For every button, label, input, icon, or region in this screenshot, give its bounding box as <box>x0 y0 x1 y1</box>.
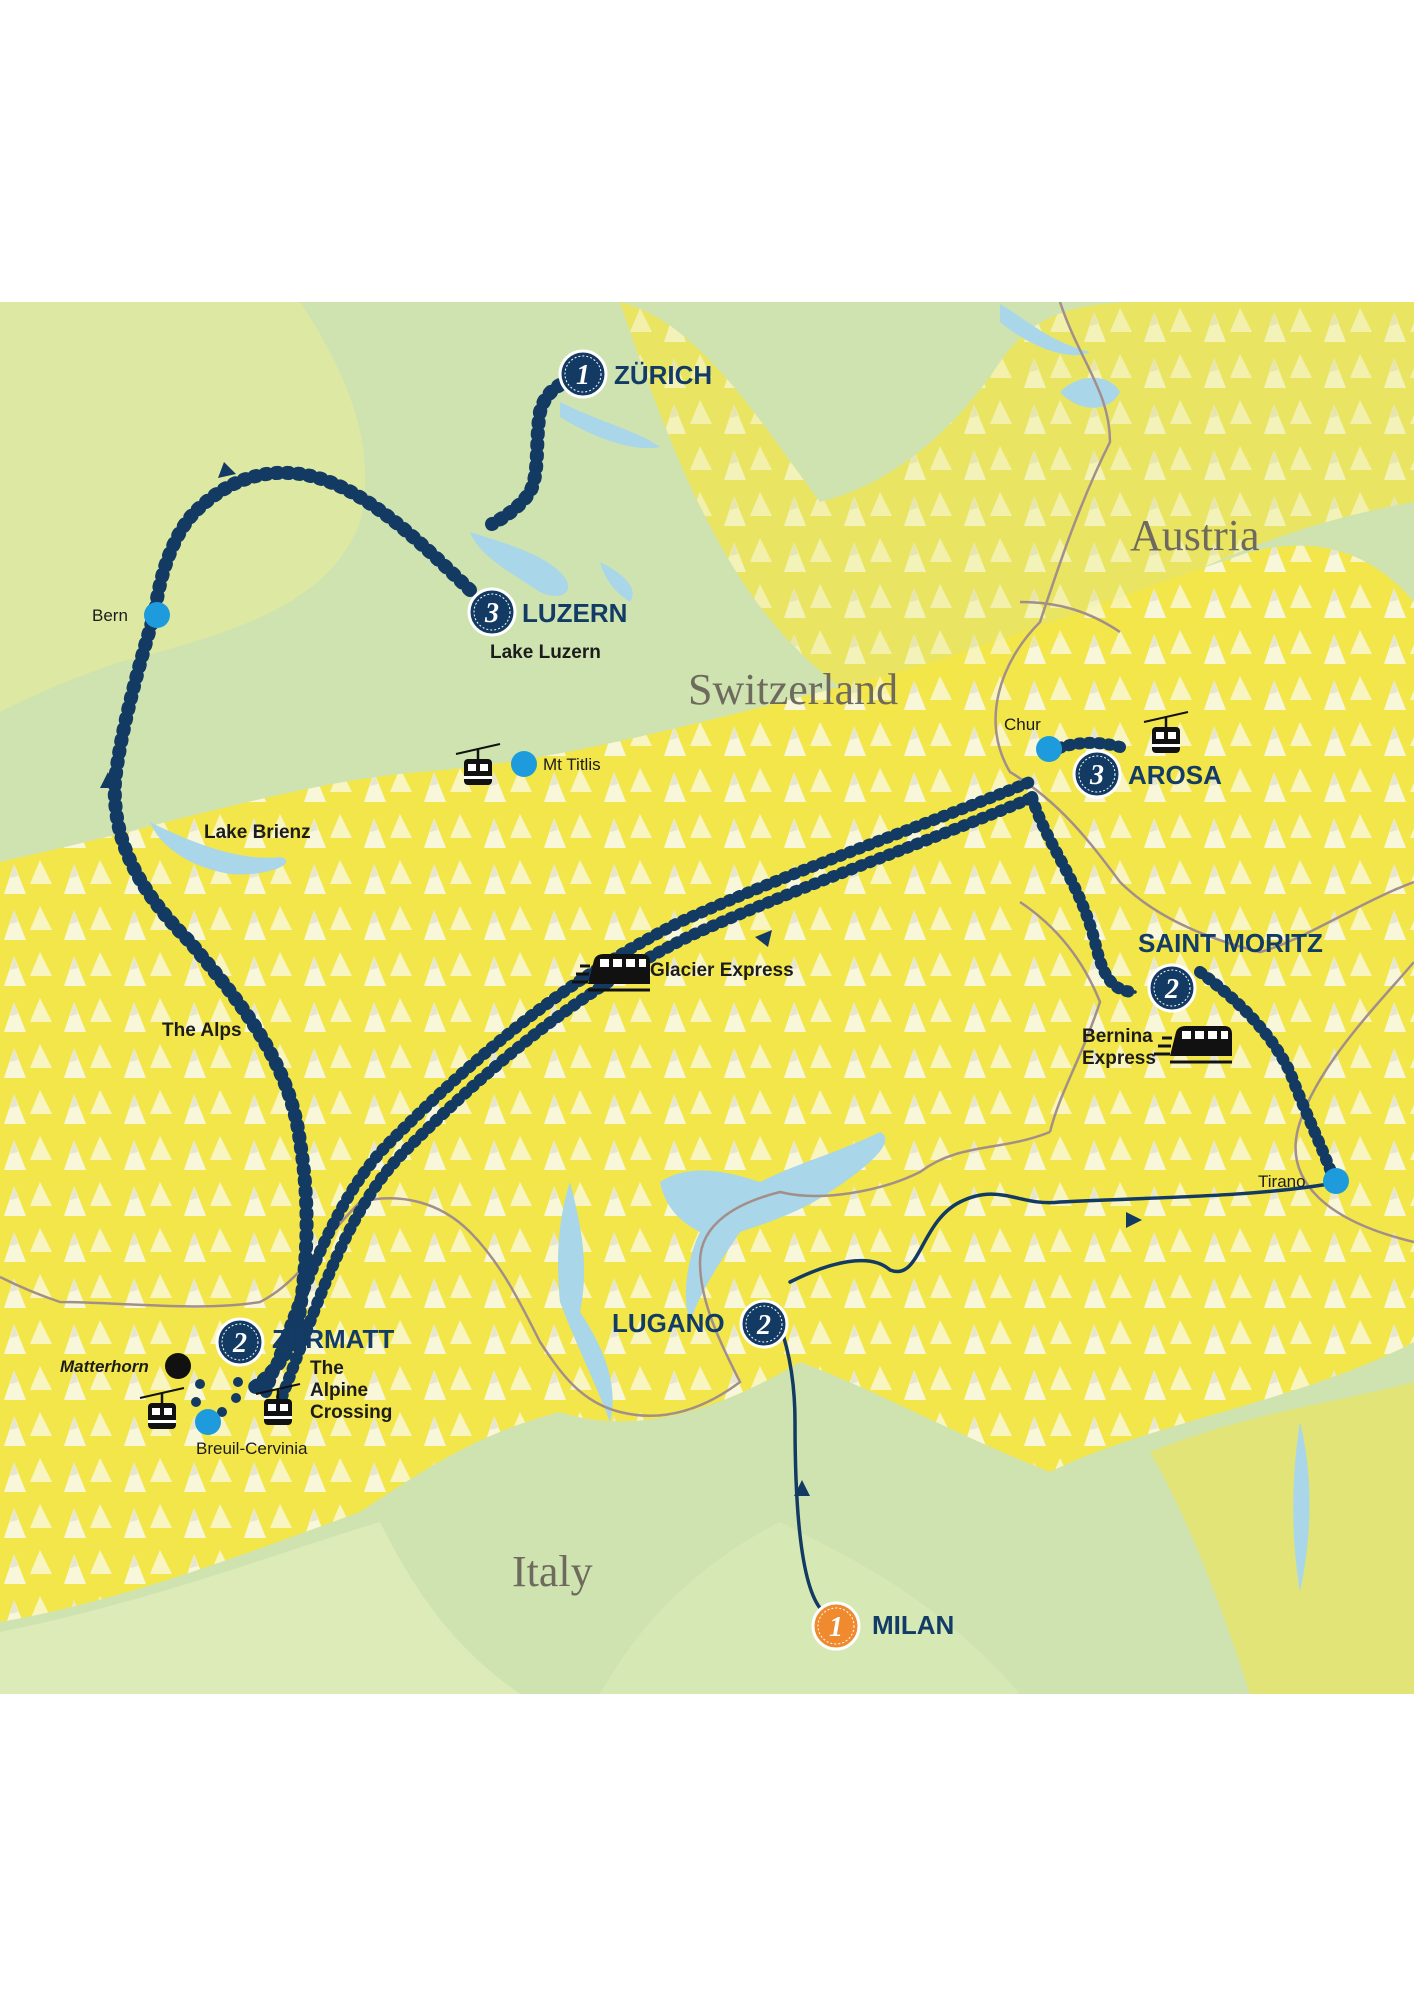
country-label-switzerland: Switzerland <box>688 665 898 714</box>
city-milan[interactable]: 1 MILAN <box>811 1601 954 1651</box>
city-arosa[interactable]: 3 AROSA <box>1072 749 1222 799</box>
city-luzern[interactable]: 3 LUZERN <box>467 587 627 637</box>
lakes <box>150 304 1310 1592</box>
city-saint-moritz-label: SAINT MORITZ <box>1138 928 1323 958</box>
waypoint-breuil-cervinia-label: Breuil-Cervinia <box>196 1439 308 1458</box>
city-lugano-label: LUGANO <box>612 1308 725 1338</box>
waypoint-mt-titlis-label: Mt Titlis <box>543 755 601 774</box>
alpine-crossing-label-3: Crossing <box>310 1402 392 1423</box>
rail-zurich-luzern <box>485 370 587 531</box>
waypoint-matterhorn-label: Matterhorn <box>60 1357 149 1376</box>
bernina-express-label-2: Express <box>1082 1048 1156 1069</box>
rail-luzern-bern <box>148 465 477 619</box>
map-canvas[interactable]: Switzerland Austria Italy Lake Luzern La… <box>0 302 1414 1694</box>
alpine-crossing-label-2: Alpine <box>310 1380 368 1401</box>
city-milan-nights: 1 <box>829 1612 843 1643</box>
city-arosa-label: AROSA <box>1128 760 1222 790</box>
city-zermatt[interactable]: 2 ZERMATT <box>215 1317 394 1367</box>
city-luzern-nights: 3 <box>484 598 499 629</box>
city-zurich-nights: 1 <box>576 360 590 391</box>
waypoint-tirano-label: Tirano <box>1258 1172 1306 1191</box>
lake-brienz <box>150 822 287 875</box>
map[interactable]: Switzerland Austria Italy Lake Luzern La… <box>0 302 1414 1694</box>
waypoint-bern-label: Bern <box>92 606 128 625</box>
lake-maggiore <box>558 1182 613 1422</box>
waypoint-tirano[interactable]: Tirano <box>1258 1168 1349 1194</box>
the-alps-label: The Alps <box>162 1020 242 1041</box>
city-luzern-label: LUZERN <box>522 598 627 628</box>
city-saint-moritz[interactable]: 2 SAINT MORITZ <box>1138 928 1323 1013</box>
city-zermatt-label: ZERMATT <box>272 1324 394 1354</box>
city-zermatt-nights: 2 <box>232 1328 247 1359</box>
city-lugano-nights: 2 <box>756 1310 771 1341</box>
city-zurich-label: ZÜRICH <box>614 360 712 390</box>
rail-bernina <box>1026 791 1341 1188</box>
waypoint-chur-label: Chur <box>1004 715 1041 734</box>
direction-arrows <box>100 462 1142 1496</box>
waypoint-bern[interactable]: Bern <box>92 602 170 628</box>
glacier-express-label: Glacier Express <box>650 960 794 981</box>
borders <box>0 302 1414 1417</box>
lake-brienz-label: Lake Brienz <box>204 822 311 843</box>
city-lugano[interactable]: 2 LUGANO <box>612 1299 789 1349</box>
city-milan-label: MILAN <box>872 1610 954 1640</box>
city-arosa-nights: 3 <box>1089 760 1104 791</box>
lake-luzern-label: Lake Luzern <box>490 642 601 663</box>
city-zurich[interactable]: 1 ZÜRICH <box>558 349 712 399</box>
waypoint-mt-titlis[interactable]: Mt Titlis <box>511 751 601 777</box>
alpine-terrain <box>0 302 1414 1694</box>
country-label-austria: Austria <box>1130 511 1260 560</box>
waypoint-breuil-cervinia[interactable]: Breuil-Cervinia <box>195 1409 308 1458</box>
city-saint-moritz-nights: 2 <box>1164 974 1179 1005</box>
lake-lugano <box>660 1132 886 1322</box>
alpine-crossing-label-1: The <box>310 1358 344 1379</box>
lake-luzern <box>470 532 569 596</box>
rail-bern-zermatt <box>107 605 314 1394</box>
waypoint-chur[interactable]: Chur <box>1004 715 1062 762</box>
glacier-express-line <box>260 776 1042 1403</box>
waypoint-matterhorn[interactable]: Matterhorn <box>60 1353 191 1379</box>
bernina-express-label-1: Bernina <box>1082 1026 1153 1047</box>
country-label-italy: Italy <box>512 1547 593 1596</box>
